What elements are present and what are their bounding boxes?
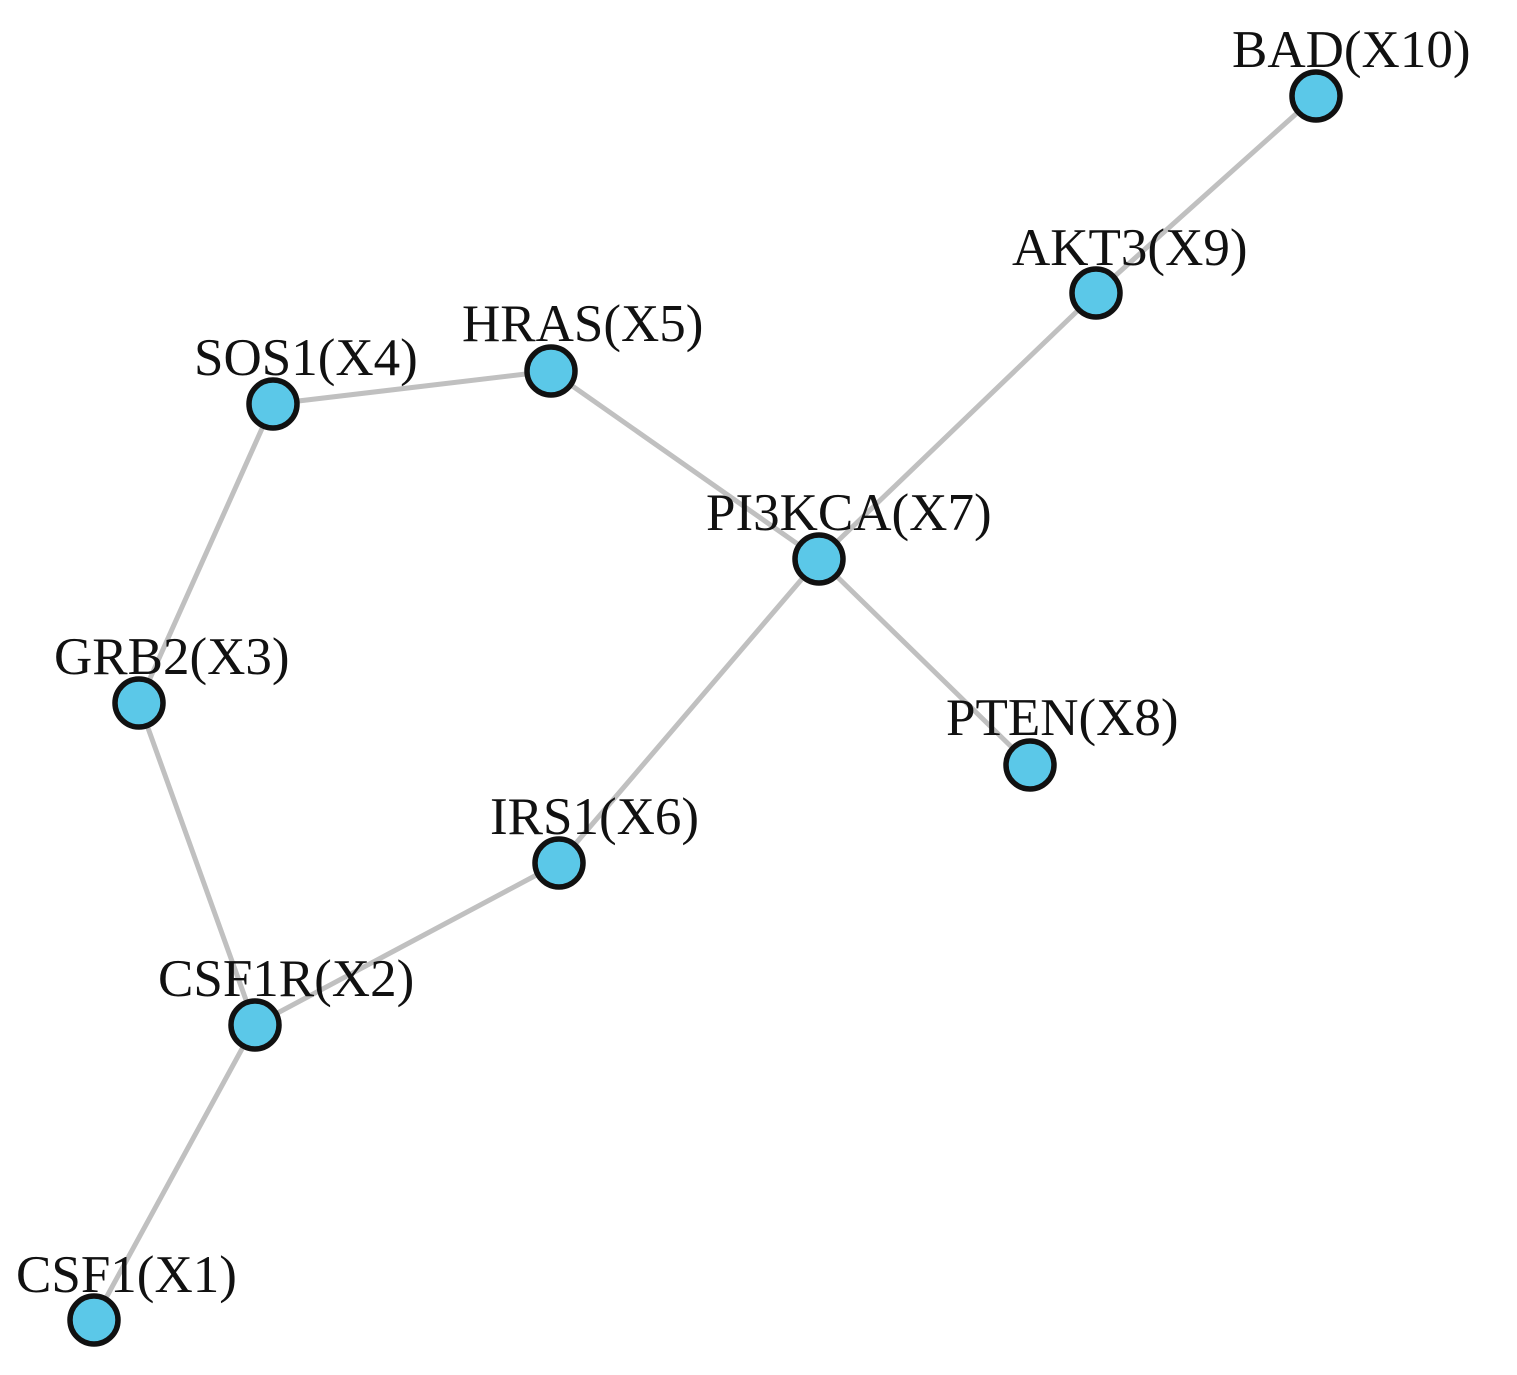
node-x6 <box>532 836 586 890</box>
edge-x2-x3 <box>136 700 258 1028</box>
edge-x6-x7 <box>556 556 822 866</box>
node-x10 <box>1289 69 1343 123</box>
edge-x9-x10 <box>1093 93 1319 296</box>
node-label-x10: BAD(X10) <box>1232 21 1470 79</box>
nodes-layer <box>67 69 1343 1347</box>
node-label-x9: AKT3(X9) <box>1012 219 1248 277</box>
node-x5 <box>524 344 578 398</box>
edge-x7-x8 <box>816 556 1033 768</box>
node-label-x1: CSF1(X1) <box>16 1246 237 1304</box>
node-label-x8: PTEN(X8) <box>946 689 1179 747</box>
node-x7 <box>792 532 846 586</box>
edge-x2-x6 <box>252 860 562 1028</box>
edge-x1-x2 <box>91 1022 258 1323</box>
node-x9 <box>1069 266 1123 320</box>
node-x8 <box>1003 738 1057 792</box>
node-label-x6: IRS1(X6) <box>490 788 699 846</box>
edge-x5-x7 <box>548 368 822 562</box>
node-label-x2: CSF1R(X2) <box>158 950 414 1008</box>
edge-x3-x4 <box>136 401 276 706</box>
node-label-x7: PI3KCA(X7) <box>706 484 992 542</box>
node-x3 <box>112 676 166 730</box>
node-x4 <box>246 377 300 431</box>
node-label-x5: HRAS(X5) <box>462 295 703 353</box>
labels-layer: CSF1(X1) CSF1R(X2) GRB2(X3) SOS1(X4) HRAS(X5… <box>16 21 1470 1304</box>
edge-x4-x5 <box>270 368 554 407</box>
node-x1 <box>67 1293 121 1347</box>
node-x2 <box>228 998 282 1052</box>
edge-x7-x9 <box>816 290 1099 562</box>
node-label-x4: SOS1(X4) <box>194 329 418 387</box>
node-label-x3: GRB2(X3) <box>54 628 290 686</box>
edges-layer <box>91 93 1319 1323</box>
